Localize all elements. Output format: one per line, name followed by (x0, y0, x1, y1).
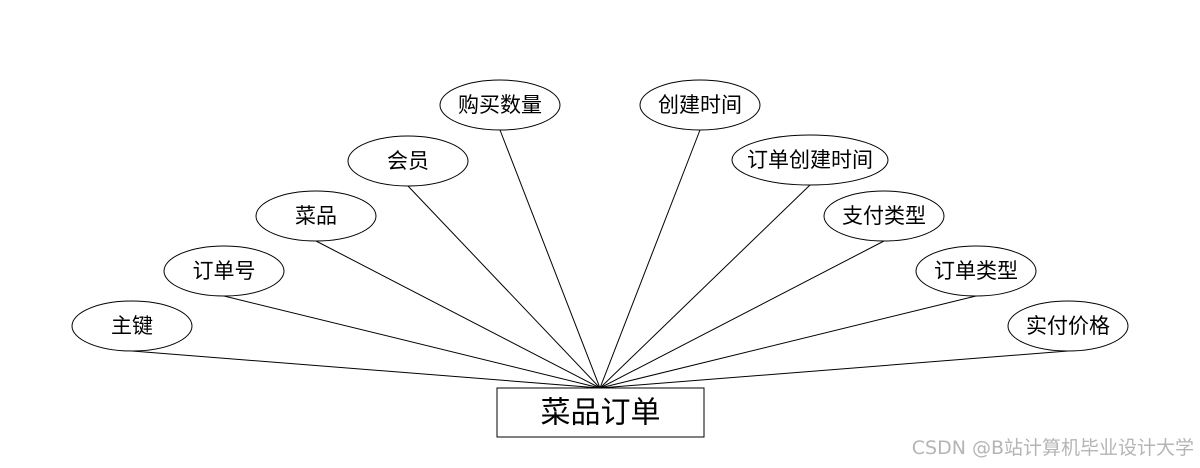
connector-purchase-quantity (499, 129, 601, 389)
attribute-ellipse (823, 190, 945, 242)
attribute-ellipse (255, 190, 377, 242)
attribute-ellipse (71, 300, 193, 352)
attribute-label: 菜品 (295, 204, 337, 228)
attribute-member: 会员 (347, 135, 469, 187)
attribute-label: 主键 (111, 314, 153, 338)
connector-create-time (599, 129, 701, 389)
attribute-order-number: 订单号 (163, 245, 285, 297)
attribute-label: 购买数量 (458, 93, 542, 117)
connector-actual-price (599, 350, 1069, 389)
attribute-actual-price: 实付价格 (1007, 300, 1129, 352)
attribute-ellipse (639, 79, 761, 131)
entity-label: 菜品订单 (541, 396, 661, 431)
attribute-order-create-time: 订单创建时间 (731, 134, 889, 186)
attribute-label: 支付类型 (842, 204, 926, 228)
connector-order-number (223, 295, 601, 389)
connector-order-create-time (599, 184, 811, 389)
attribute-label: 会员 (387, 149, 429, 173)
attribute-ellipse (915, 245, 1037, 297)
attribute-ellipse (731, 134, 889, 186)
attribute-payment-type: 支付类型 (823, 190, 945, 242)
connectors (131, 129, 1069, 389)
attribute-label: 实付价格 (1026, 314, 1110, 338)
attribute-create-time: 创建时间 (639, 79, 761, 131)
connector-order-type (599, 295, 977, 389)
connector-payment-type (599, 240, 885, 389)
entity: 菜品订单 (496, 387, 705, 438)
attribute-purchase-quantity: 购买数量 (439, 79, 561, 131)
attribute-label: 订单号 (193, 259, 256, 283)
attribute-ellipse (439, 79, 561, 131)
attribute-ellipse (1007, 300, 1129, 352)
attribute-ellipse (347, 135, 469, 187)
attribute-ellipse (163, 245, 285, 297)
watermark: CSDN @B站计算机毕业设计大学 (911, 437, 1194, 459)
attribute-label: 订单创建时间 (747, 148, 873, 172)
connector-member (407, 185, 601, 389)
connector-dish (315, 240, 601, 389)
attribute-order-type: 订单类型 (915, 245, 1037, 297)
connector-primary-key (131, 350, 601, 389)
attribute-dish: 菜品 (255, 190, 377, 242)
entity-box (496, 387, 705, 438)
attribute-label: 创建时间 (658, 93, 742, 117)
attribute-label: 订单类型 (934, 259, 1018, 283)
attribute-primary-key: 主键 (71, 300, 193, 352)
